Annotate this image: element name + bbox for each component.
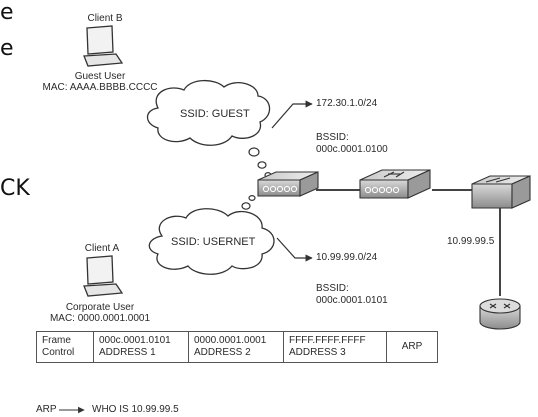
frame-cell-line: Control bbox=[42, 347, 75, 358]
usernet-subnet: 10.99.99.0/24 bbox=[316, 252, 378, 263]
arp-text: WHO IS 10.99.99.5 bbox=[92, 404, 179, 415]
frame-cell-line: ADDRESS 3 bbox=[289, 347, 346, 358]
client-a-role: Corporate User bbox=[65, 302, 135, 313]
subnet-arrow-guest bbox=[271, 100, 313, 129]
frame-cell-address1: 000c.0001.0101 ADDRESS 1 bbox=[93, 331, 189, 363]
router-icon bbox=[479, 298, 521, 330]
frame-row: Frame Control 000c.0001.0101 ADDRESS 1 0… bbox=[36, 331, 438, 363]
cloud-usernet bbox=[148, 195, 275, 275]
frame-cell-line: ADDRESS 2 bbox=[194, 347, 251, 358]
frame-cell-address2: 0000.0001.0001 ADDRESS 2 bbox=[188, 331, 284, 363]
switch-ip: 10.99.99.5 bbox=[447, 236, 495, 247]
frame-cell-line: ARP bbox=[401, 341, 423, 352]
cropped-text-1: e bbox=[0, 0, 14, 25]
cropped-text-2: e bbox=[0, 36, 14, 61]
client-a-title: Client A bbox=[84, 243, 120, 254]
cropped-text-3: CK bbox=[0, 176, 30, 201]
arp-label: ARP bbox=[36, 404, 57, 415]
frame-cell-address3: FFFF.FFFF.FFFF ADDRESS 3 bbox=[283, 331, 387, 363]
access-point-icon bbox=[257, 171, 319, 197]
ssid-usernet-label: SSID: USERNET bbox=[171, 236, 256, 248]
frame-cell-line: ADDRESS 1 bbox=[99, 347, 156, 358]
switch-icon bbox=[471, 175, 531, 209]
subnet-arrow-usernet bbox=[276, 237, 313, 262]
laptop-icon bbox=[83, 255, 124, 297]
guest-bssid: 000c.0001.0100 bbox=[316, 144, 388, 155]
client-b-role: Guest User bbox=[74, 71, 126, 82]
frame-cell-line: 0000.0001.0001 bbox=[194, 335, 267, 346]
guest-subnet: 172.30.1.0/24 bbox=[316, 98, 378, 109]
laptop-icon bbox=[83, 25, 124, 67]
client-b-title: Client B bbox=[87, 13, 123, 24]
frame-cell-control: Frame Control bbox=[36, 331, 94, 363]
client-a-mac: MAC: 0000.0001.0001 bbox=[49, 313, 151, 324]
switch-icon bbox=[359, 169, 431, 199]
ssid-guest-label: SSID: GUEST bbox=[180, 108, 250, 120]
guest-bssid-label: BSSID: bbox=[316, 132, 349, 143]
frame-cell-arp: ARP bbox=[386, 331, 438, 363]
frame-table: Frame Control 000c.0001.0101 ADDRESS 1 0… bbox=[36, 331, 438, 363]
frame-cell-line: 000c.0001.0101 bbox=[99, 335, 171, 346]
frame-cell-line: FFFF.FFFF.FFFF bbox=[289, 335, 366, 346]
cloud-guest bbox=[146, 79, 272, 179]
usernet-bssid-label: BSSID: bbox=[316, 283, 349, 294]
client-b-mac: MAC: AAAA.BBBB.CCCC bbox=[42, 82, 158, 93]
frame-cell-line: Frame bbox=[42, 335, 71, 346]
usernet-bssid: 000c.0001.0101 bbox=[316, 295, 388, 306]
